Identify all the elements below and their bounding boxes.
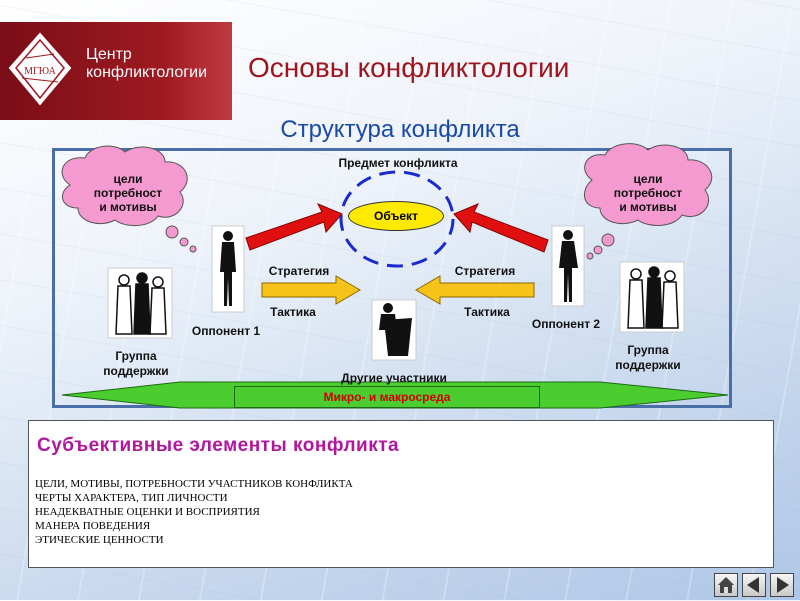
arrow-left-red [245, 203, 343, 251]
other-participants-figure [379, 303, 412, 356]
center-name-line2: конфликтологии [86, 64, 207, 81]
arrow-right-yellow [415, 275, 535, 305]
next-button[interactable] [770, 573, 794, 597]
opponent1-label: Оппонент 1 [191, 324, 261, 338]
opponent2-label: Оппонент 2 [531, 317, 601, 331]
support-group-left-figure [115, 272, 167, 335]
home-icon [718, 577, 734, 593]
tactics-right-label: Тактика [464, 305, 510, 319]
cloud-right [584, 143, 712, 260]
list-item: ЦЕЛИ, МОТИВЫ, ПОТРЕБНОСТИ УЧАСТНИКОВ КОН… [35, 478, 353, 490]
list-item: МАНЕРА ПОВЕДЕНИЯ [35, 520, 151, 532]
strategy-left-label: Стратегия [268, 264, 330, 278]
other-participants-label: Другие участники [341, 371, 447, 385]
list-item: ЧЕРТЫ ХАРАКТЕРА, ТИП ЛИЧНОСТИ [35, 492, 228, 504]
home-button[interactable] [714, 573, 738, 597]
subject-label: Предмет конфликта [338, 156, 458, 170]
opponent2-figure [559, 230, 578, 302]
environment-label: Микро- и макросреда [234, 386, 540, 408]
tactics-left-label: Тактика [270, 305, 316, 319]
arrow-right-red [453, 203, 549, 253]
support-group-right-figure [627, 266, 679, 329]
diagram-subtitle: Структура конфликта [280, 116, 520, 143]
arrow-left-yellow [261, 275, 361, 305]
subject-circle [339, 170, 455, 268]
support-left-label: Группа поддержки [103, 349, 169, 378]
strategy-right-label: Стратегия [454, 264, 516, 278]
page-title: Основы конфликтологии [248, 52, 570, 83]
support-right-label: Группа поддержки [615, 343, 681, 372]
prev-button[interactable] [742, 573, 766, 597]
logo: МГЮА [8, 32, 72, 106]
list-item: ЭТИЧЕСКИЕ ЦЕННОСТИ [35, 534, 164, 546]
opponent1-figure [220, 231, 236, 306]
cloud-left-text: цели потребност и мотивы [93, 172, 163, 214]
center-name-line1: Центр [86, 46, 132, 63]
subjective-elements-box: Субъективные элементы конфликта ЦЕЛИ, МО… [28, 420, 774, 568]
next-arrow-icon [777, 577, 789, 593]
list-item: НЕАДЕКВАТНЫЕ ОЦЕНКИ И ВОСПРИЯТИЯ [35, 506, 260, 518]
logo-text: МГЮА [24, 66, 57, 77]
subjective-list: ЦЕЛИ, МОТИВЫ, ПОТРЕБНОСТИ УЧАСТНИКОВ КОН… [35, 477, 353, 547]
subjective-title: Субъективные элементы конфликта [37, 435, 400, 456]
object-label: Объект [348, 201, 444, 231]
prev-arrow-icon [747, 577, 759, 593]
cloud-right-text: цели потребност и мотивы [613, 172, 683, 214]
center-name: Центр конфликтологии [86, 46, 207, 82]
cloud-left [61, 145, 197, 253]
